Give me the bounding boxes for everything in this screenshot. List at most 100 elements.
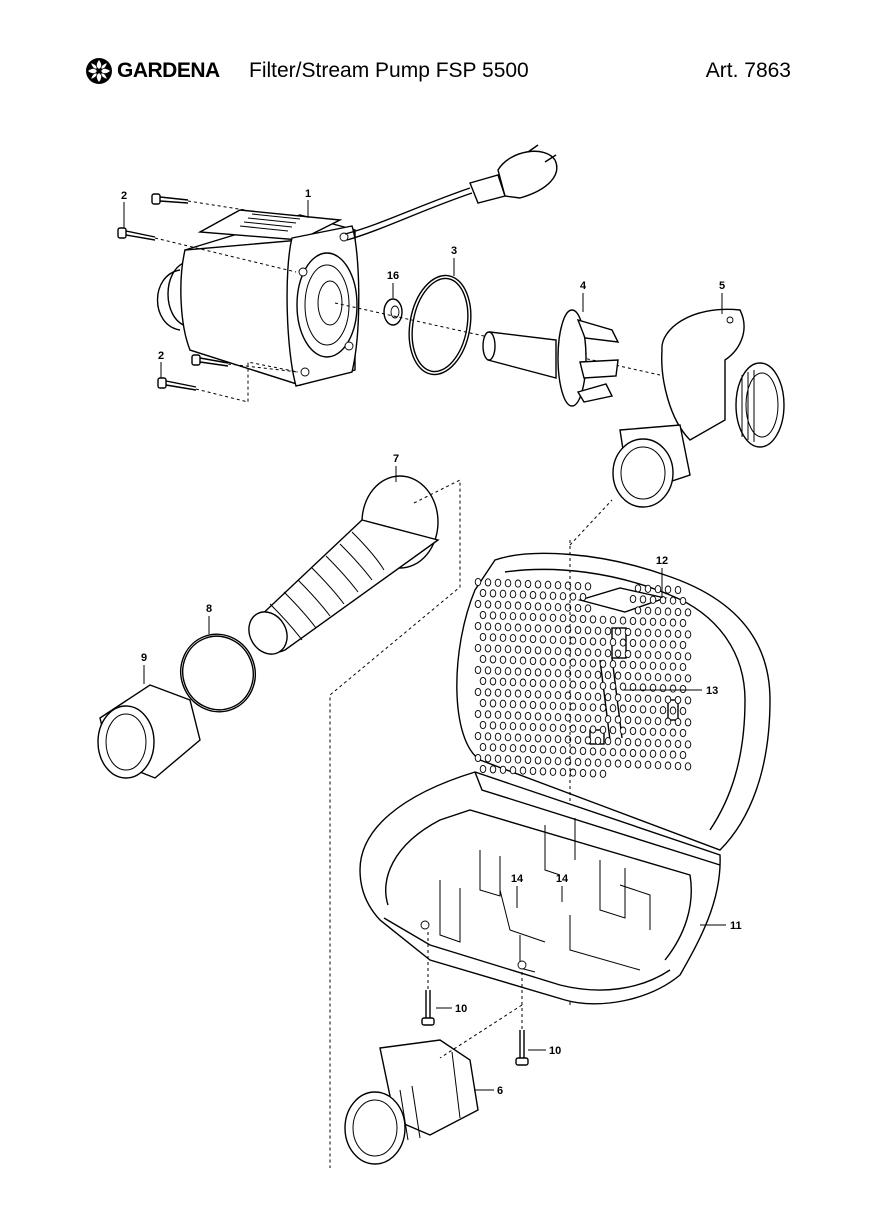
lid-hole xyxy=(599,703,607,712)
lid-hole xyxy=(494,688,502,697)
lid-hole xyxy=(654,651,662,660)
callout-9: 9 xyxy=(141,652,147,664)
lid-hole xyxy=(529,766,537,776)
lid-hole xyxy=(494,644,502,653)
lid-hole xyxy=(529,612,537,622)
lid-hole xyxy=(499,655,507,664)
lid-hole xyxy=(624,715,632,725)
lid-hole xyxy=(649,749,657,758)
lid-hole xyxy=(509,612,517,621)
lid-hole xyxy=(619,704,627,713)
lid-hole xyxy=(659,750,667,759)
lid-hole xyxy=(564,669,572,678)
lid-hole xyxy=(549,767,557,776)
base-screws xyxy=(421,932,529,1066)
lid-hole xyxy=(604,627,612,636)
lid-hole xyxy=(634,628,642,637)
lid-hole xyxy=(584,714,592,723)
lid-hole xyxy=(559,746,567,755)
lid-hole xyxy=(679,706,687,716)
lid-hole xyxy=(639,639,647,648)
lid-hole xyxy=(539,767,547,776)
callout-16: 16 xyxy=(387,270,399,282)
lid-hole xyxy=(654,607,662,616)
lid-hole xyxy=(659,728,667,737)
lid-hole xyxy=(629,704,637,714)
lid-hole xyxy=(499,589,507,598)
lid-hole xyxy=(504,733,512,742)
lid-hole xyxy=(599,681,607,690)
lid-hole xyxy=(569,702,577,711)
lid-hole xyxy=(674,739,682,749)
lid-hole xyxy=(484,710,492,719)
lid-hole xyxy=(579,636,587,646)
lid-hole xyxy=(674,585,682,595)
lid-hole xyxy=(579,680,587,690)
lid-hole xyxy=(649,595,657,604)
lid-hole xyxy=(644,716,652,725)
lid-hole xyxy=(674,695,682,705)
lid-hole xyxy=(664,717,672,726)
lid-hole xyxy=(669,684,677,693)
lid-hole xyxy=(679,750,687,760)
lid-hole xyxy=(684,718,692,727)
lid-hole xyxy=(674,717,682,727)
lid-hole xyxy=(474,665,482,675)
lid-hole xyxy=(569,658,577,667)
lid-hole xyxy=(519,678,527,687)
lid-hole xyxy=(494,732,502,741)
lid-hole xyxy=(684,630,692,639)
lid-hole xyxy=(584,582,592,591)
lid-hole xyxy=(509,678,517,687)
lid-hole xyxy=(674,651,682,661)
lid-hole xyxy=(659,684,667,693)
lid-hole xyxy=(644,650,652,659)
lid-hole xyxy=(474,599,482,609)
lid-hole xyxy=(644,672,652,681)
lid-hole xyxy=(634,716,642,725)
lid-hole xyxy=(664,673,672,682)
lid-hole xyxy=(534,624,542,633)
lid-hole xyxy=(654,717,662,726)
lid-hole xyxy=(524,733,532,743)
lid-hole xyxy=(489,655,497,664)
lid-hole xyxy=(599,747,607,756)
lid-hole xyxy=(639,727,647,736)
lid-hole xyxy=(554,625,562,634)
lid-hole xyxy=(619,638,627,647)
lid-hole xyxy=(484,644,492,653)
lid-hole xyxy=(579,702,587,712)
lid-hole xyxy=(609,748,617,757)
lid-hole xyxy=(624,693,632,703)
lid-hole xyxy=(474,731,482,741)
callout-8: 8 xyxy=(206,603,212,615)
lid-hole xyxy=(569,746,577,755)
lid-hole xyxy=(534,646,542,655)
lid-hole xyxy=(629,682,637,692)
lid-hole xyxy=(594,648,602,657)
lid-hole xyxy=(519,634,527,643)
lid-hole xyxy=(609,682,617,691)
lid-hole xyxy=(679,596,687,606)
lid-hole xyxy=(504,755,512,764)
lid-hole xyxy=(564,735,572,744)
lid-hole xyxy=(604,737,612,746)
lid-hole xyxy=(574,603,582,613)
lid-hole xyxy=(574,691,582,701)
lid-hole xyxy=(594,692,602,701)
lid-hole xyxy=(554,603,562,612)
lid-hole xyxy=(589,725,597,734)
lid-hole xyxy=(504,645,512,654)
lid-hole xyxy=(569,768,577,777)
callout-2-top: 2 xyxy=(121,190,127,202)
lid-hole xyxy=(549,635,557,644)
lid-hole xyxy=(559,614,567,623)
lid-hole xyxy=(554,713,562,722)
lid-hole xyxy=(634,584,642,593)
lid-hole xyxy=(514,623,522,632)
lid-hole xyxy=(639,683,647,692)
lid-hole xyxy=(574,647,582,657)
lid-hole xyxy=(604,715,612,724)
lid-hole xyxy=(614,649,622,658)
